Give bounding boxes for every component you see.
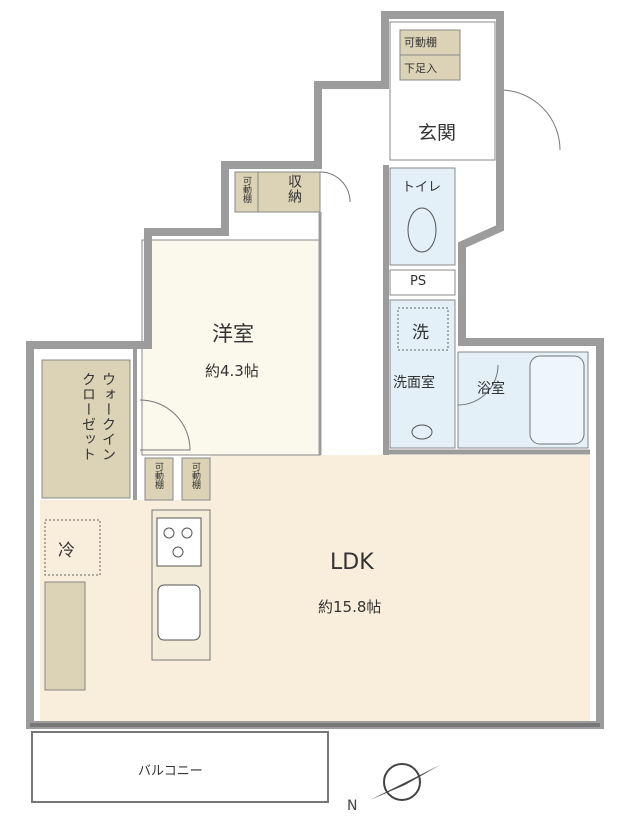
wic-label-2: クローゼット (80, 372, 96, 462)
western-room (141, 239, 321, 456)
bathtub-icon (529, 355, 585, 445)
washroom-label: 洗面室 (393, 375, 435, 391)
storage (234, 171, 321, 213)
pantry (44, 581, 86, 691)
shelf-a-label: 可動棚 (153, 462, 163, 489)
kitchen-sink-icon (157, 584, 201, 641)
compass-icon: N (347, 763, 440, 814)
ldk-area: 約15.8帖 (318, 598, 382, 616)
storage-label: 収納 (286, 174, 302, 204)
toilet-bowl-icon (407, 207, 437, 253)
svg-text:N: N (347, 798, 357, 814)
wic-label-1: ウォークイン (100, 372, 116, 462)
ps (389, 269, 456, 296)
toilet-label: トイレ (402, 180, 442, 195)
shoe-cabinet-label-2: 下足入 (404, 62, 437, 75)
washer-space (397, 307, 449, 351)
western-room-area: 約4.3帖 (205, 362, 259, 380)
washroom (389, 299, 456, 449)
stove-icon (156, 517, 202, 567)
walk-in-closet (41, 359, 131, 499)
shelf-a (144, 457, 174, 501)
outer-wall (26, 11, 604, 729)
balcony-label: バルコニー (138, 764, 203, 779)
storage-shelf-label: 可動棚 (241, 176, 251, 203)
shelf-b-label: 可動棚 (190, 462, 200, 489)
toilet (389, 167, 456, 266)
shelf-b (181, 457, 211, 501)
ldk-label: LDK (330, 550, 374, 575)
sink-icon (411, 424, 433, 440)
ldk-area-upper (210, 455, 590, 505)
washer-label: 洗 (412, 323, 429, 343)
shoe-cabinet-label-1: 可動棚 (404, 36, 437, 49)
entrance-label: 玄関 (418, 122, 457, 144)
bathroom-label: 浴室 (477, 381, 505, 397)
balcony (31, 731, 329, 803)
fridge-space (44, 519, 101, 576)
western-room-label: 洋室 (212, 322, 254, 346)
ps-label: PS (410, 274, 427, 289)
ldk-area (40, 500, 590, 722)
fridge-label: 冷 (58, 541, 75, 561)
